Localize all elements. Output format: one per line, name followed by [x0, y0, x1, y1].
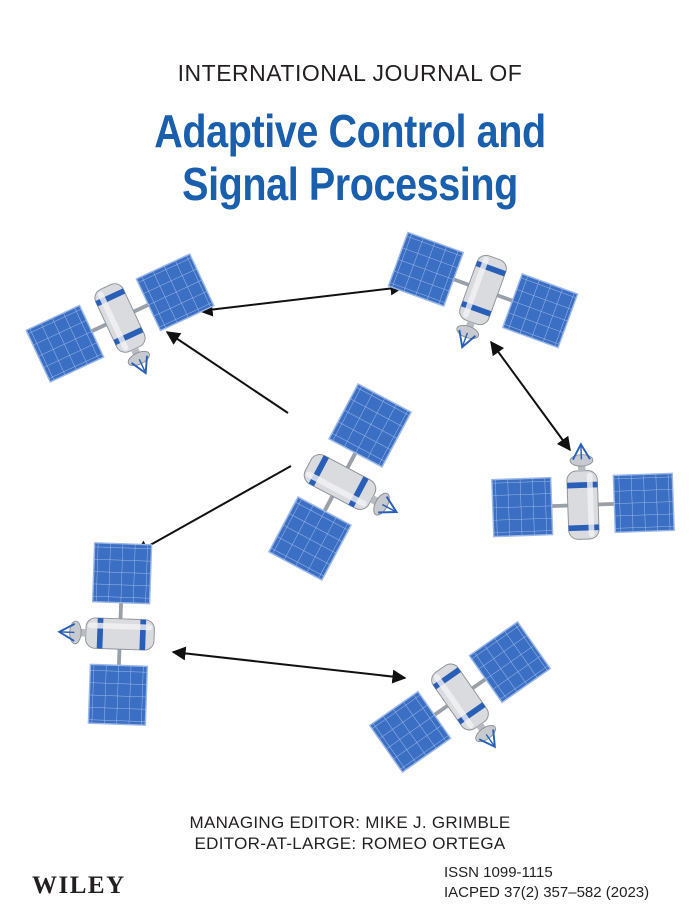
- satellite-top-right: [376, 226, 581, 379]
- satellite-bottom-right: [365, 616, 570, 790]
- link-top-left-to-top-right: [198, 281, 405, 317]
- link-center-to-bottom-left: [134, 465, 292, 554]
- citation: IACPED 37(2) 357–582 (2023): [444, 884, 650, 901]
- publisher-logo: WILEY: [32, 872, 126, 899]
- satellite-bottom-left: [55, 540, 159, 727]
- satellite-center: [262, 380, 443, 597]
- journal-prefix: INTERNATIONAL JOURNAL OF: [177, 60, 523, 86]
- journal-title-line-1: Adaptive Control and: [154, 105, 546, 157]
- managing-editor: MANAGING EDITOR: MIKE J. GRIMBLE: [189, 813, 511, 832]
- satellite-network-illustration: [22, 226, 676, 790]
- issn: ISSN 1099-1115: [444, 864, 553, 881]
- journal-title-line-2: Signal Processing: [182, 158, 518, 210]
- editor-at-large: EDITOR-AT-LARGE: ROMEO ORTEGA: [194, 834, 506, 853]
- satellite-right: [489, 440, 676, 544]
- link-center-to-top-left: [165, 331, 289, 414]
- link-bottom-left-to-bottom-right: [171, 646, 407, 684]
- link-top-right-to-right: [490, 340, 571, 452]
- satellite-top-left: [22, 247, 229, 413]
